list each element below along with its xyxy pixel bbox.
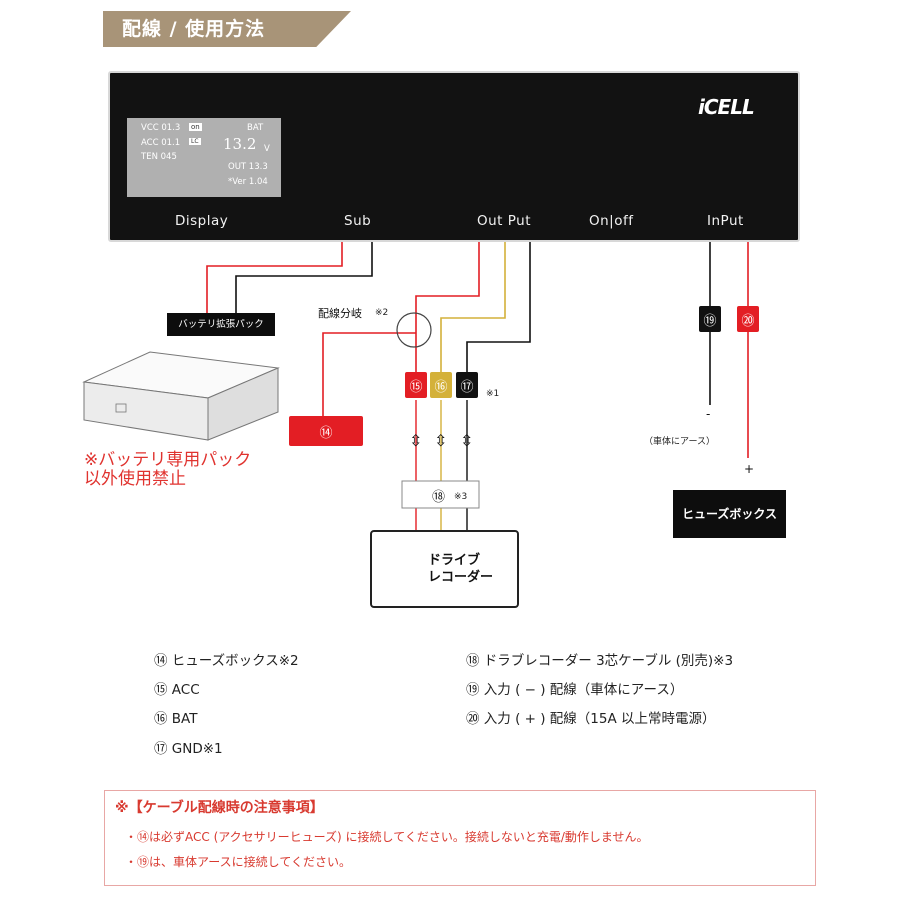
output-red-wire <box>415 238 480 372</box>
output-yellow-wire <box>440 238 506 372</box>
page-title: 配線 / 使用方法 <box>122 18 266 40</box>
drive-recorder-box <box>370 530 519 608</box>
notice-title: ※【ケーブル配線時の注意事項】 <box>115 800 324 816</box>
screen-vcc: VCC 01.3 <box>141 123 181 133</box>
fuse-branch-tag: ⑭ <box>289 416 363 446</box>
plus-sign: + <box>744 462 755 476</box>
screen-vcc-badge: on <box>189 123 202 131</box>
drive-recorder-label: ドライブ レコーダー <box>428 552 493 586</box>
recorder-label-line1: ドライブ <box>428 553 481 568</box>
sub-black-wire <box>235 238 373 320</box>
screen-acc-badge: LC <box>189 138 201 145</box>
screen-voltage-unit: V <box>264 144 270 154</box>
battery-pack-label: バッテリ拡張パック <box>167 313 275 336</box>
battery-warning-line1: ※バッテリ専用パック <box>84 450 252 470</box>
legend-item-20: ⑳ 入力 ( + ) 配線（15A 以上常時電源） <box>466 711 716 727</box>
acc-connect-arrow: ⇳ <box>409 431 423 450</box>
screen-out: OUT 13.3 <box>228 162 268 172</box>
branch-red-wire <box>322 332 416 416</box>
input-minus-tag: ⑲ <box>699 306 721 332</box>
gnd-note: ※1 <box>486 389 500 399</box>
battery-pack-port <box>115 403 127 413</box>
display-screen: VCC 01.3 on ACC 01.1 LC TEN 045 BAT 13.2… <box>127 118 281 197</box>
gnd-wire-tag: ⑰ <box>456 372 478 398</box>
acc-wire-tag: ⑮ <box>405 372 427 398</box>
minus-sign: - <box>706 407 711 421</box>
battery-pack-side <box>207 367 279 441</box>
screen-bat-label: BAT <box>247 123 264 133</box>
ground-note: （車体にアース） <box>644 437 716 447</box>
cable-18-number: ⑱ <box>432 490 446 505</box>
legend-item-14: ⑭ ヒューズボックス※2 <box>154 653 299 669</box>
cable-18-box <box>401 480 480 509</box>
sub-red-wire <box>206 238 343 320</box>
battery-warning-line2: 以外使用禁止 <box>84 469 186 489</box>
input-plus-tag: ⑳ <box>737 306 759 332</box>
notice-line-1: ・⑭は必ずACC (アクセサリーヒューズ) に接続してください。接続しないと充電… <box>125 830 649 844</box>
branch-circle <box>396 312 432 348</box>
legend-item-19: ⑲ 入力 ( − ) 配線（車体にアース） <box>466 682 684 698</box>
cable-18-note: ※3 <box>454 492 468 502</box>
icell-logo: iCELL <box>698 95 755 119</box>
fuse-box-label: ヒューズボックス <box>673 490 786 538</box>
header-banner <box>103 11 351 47</box>
bat-connect-arrow: ⇳ <box>434 431 448 450</box>
branch-note: ※2 <box>375 308 389 318</box>
output-black-wire <box>466 238 531 372</box>
screen-voltage: 13.2 <box>223 135 257 153</box>
input-label: InPut <box>707 213 744 229</box>
notice-box <box>104 790 816 886</box>
branch-label: 配線分岐 <box>318 307 362 320</box>
notice-line-2: ・⑲は、車体アースに接続してください。 <box>125 855 351 869</box>
gnd-connect-arrow: ⇳ <box>460 431 474 450</box>
recorder-label-line2: レコーダー <box>428 570 494 585</box>
screen-acc: ACC 01.1 <box>141 138 181 148</box>
legend-item-15: ⑮ ACC <box>154 682 200 698</box>
screen-version: *Ver 1.04 <box>228 177 268 187</box>
display-label: Display <box>175 213 229 229</box>
bat-wire-tag: ⑯ <box>430 372 452 398</box>
screen-ten: TEN 045 <box>141 152 177 162</box>
legend-item-16: ⑯ BAT <box>154 711 198 727</box>
onoff-label: On|off <box>589 213 634 229</box>
sub-label: Sub <box>344 213 372 229</box>
legend-item-18: ⑱ ドラブレコーダー 3芯ケーブル (別売)※3 <box>466 653 734 669</box>
legend-item-17: ⑰ GND※1 <box>154 741 223 757</box>
output-label: Out Put <box>477 213 532 229</box>
